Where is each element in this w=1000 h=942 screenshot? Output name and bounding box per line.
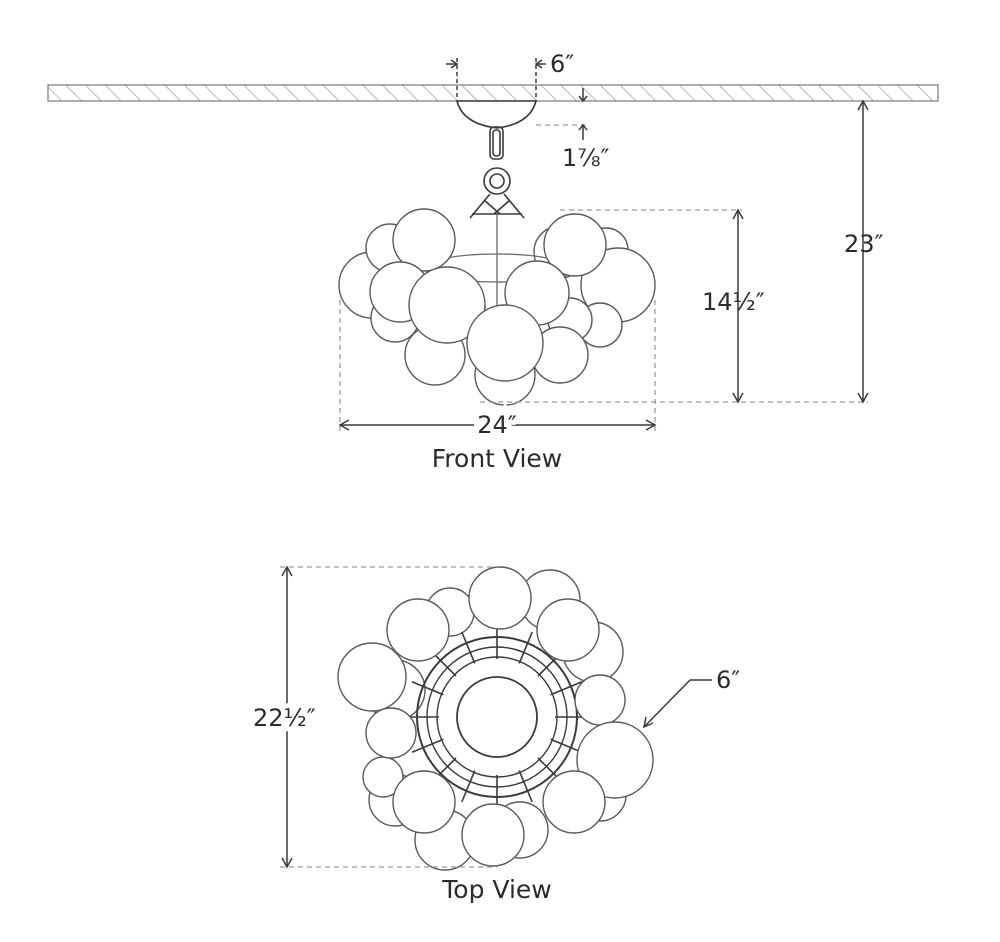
dim-depth: [280, 565, 497, 869]
top-globes-front: [337, 566, 654, 867]
frame-spoke: [518, 631, 533, 664]
globe-shade: [576, 721, 654, 799]
depth-label: 22½″: [253, 704, 316, 732]
ceiling-line: [47, 84, 939, 102]
globe-shade: [468, 566, 532, 630]
dim-overall-height: [857, 99, 869, 404]
globe-shade: [543, 213, 607, 277]
chain: [469, 126, 525, 219]
globe-shade: [392, 208, 456, 272]
width-label: 24″: [477, 411, 517, 439]
globe-shade: [466, 304, 544, 382]
overall-height-label: 23″: [844, 230, 884, 258]
canopy-height-label: 1⅞″: [562, 144, 610, 172]
globe-shade: [542, 770, 606, 834]
frame-spoke: [461, 631, 476, 664]
frame-spoke: [550, 681, 583, 696]
dim-body-height: [732, 208, 744, 404]
frame-spoke: [411, 681, 444, 696]
top-canopy-label: 6″: [716, 666, 740, 694]
front-globes-front: [369, 208, 607, 382]
globe-shade: [461, 803, 525, 867]
frame-spoke: [461, 770, 476, 803]
front-view-caption: Front View: [432, 444, 563, 473]
globe-shade: [386, 598, 450, 662]
canopy-width-label: 6″: [550, 50, 574, 78]
globe-shade: [365, 707, 417, 759]
frame-spoke: [518, 770, 533, 803]
top-view-caption: Top View: [441, 875, 551, 904]
frame-spoke: [411, 738, 444, 753]
canopy: [455, 100, 538, 129]
globe-shade: [574, 674, 626, 726]
dim-canopy-height: [578, 88, 588, 140]
globe-shade: [536, 598, 600, 662]
dim-width: [338, 419, 657, 431]
globe-shade: [337, 642, 407, 712]
globe-shade: [408, 266, 486, 344]
dim-canopy-width: [446, 58, 546, 101]
frame-spoke: [550, 738, 583, 753]
front-view: 6″ 1⅞″ 23″ 14½″ 24″ Fron: [47, 50, 939, 473]
dim-top-canopy-leader: [642, 679, 712, 729]
globe-shade: [392, 770, 456, 834]
top-canopy: [456, 676, 538, 758]
front-dashed-extents: [339, 124, 868, 432]
body-height-label: 14½″: [702, 288, 765, 316]
top-view: 22½″ 6″ Top View: [248, 565, 740, 904]
